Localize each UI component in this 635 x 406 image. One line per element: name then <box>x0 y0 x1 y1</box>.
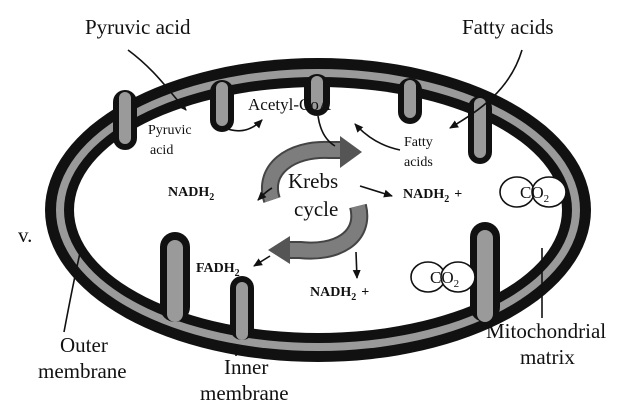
label-matrix-line1: Mitochondrial <box>486 319 606 343</box>
label-pyruvic-acid-outer: Pyruvic acid <box>85 15 191 39</box>
label-fatty-inner-line2: acids <box>404 155 433 170</box>
label-pyruvic-inner-line2: acid <box>150 143 173 158</box>
label-matrix-line2: matrix <box>520 345 575 369</box>
label-pyruvic-inner-line1: Pyruvic <box>148 123 192 138</box>
label-fatty-acids-outer: Fatty acids <box>462 15 554 39</box>
item-marker: v. <box>18 223 32 247</box>
label-inner-line1: Inner <box>224 355 268 379</box>
label-acetyl-coa: Acetyl-CoA <box>248 95 332 114</box>
label-outer-line2: membrane <box>38 359 127 383</box>
label-inner-line2: membrane <box>200 381 289 405</box>
label-fatty-inner-line1: Fatty <box>404 135 433 150</box>
label-outer-line1: Outer <box>60 333 108 357</box>
label-cycle: cycle <box>294 197 338 221</box>
label-krebs: Krebs <box>288 169 338 193</box>
